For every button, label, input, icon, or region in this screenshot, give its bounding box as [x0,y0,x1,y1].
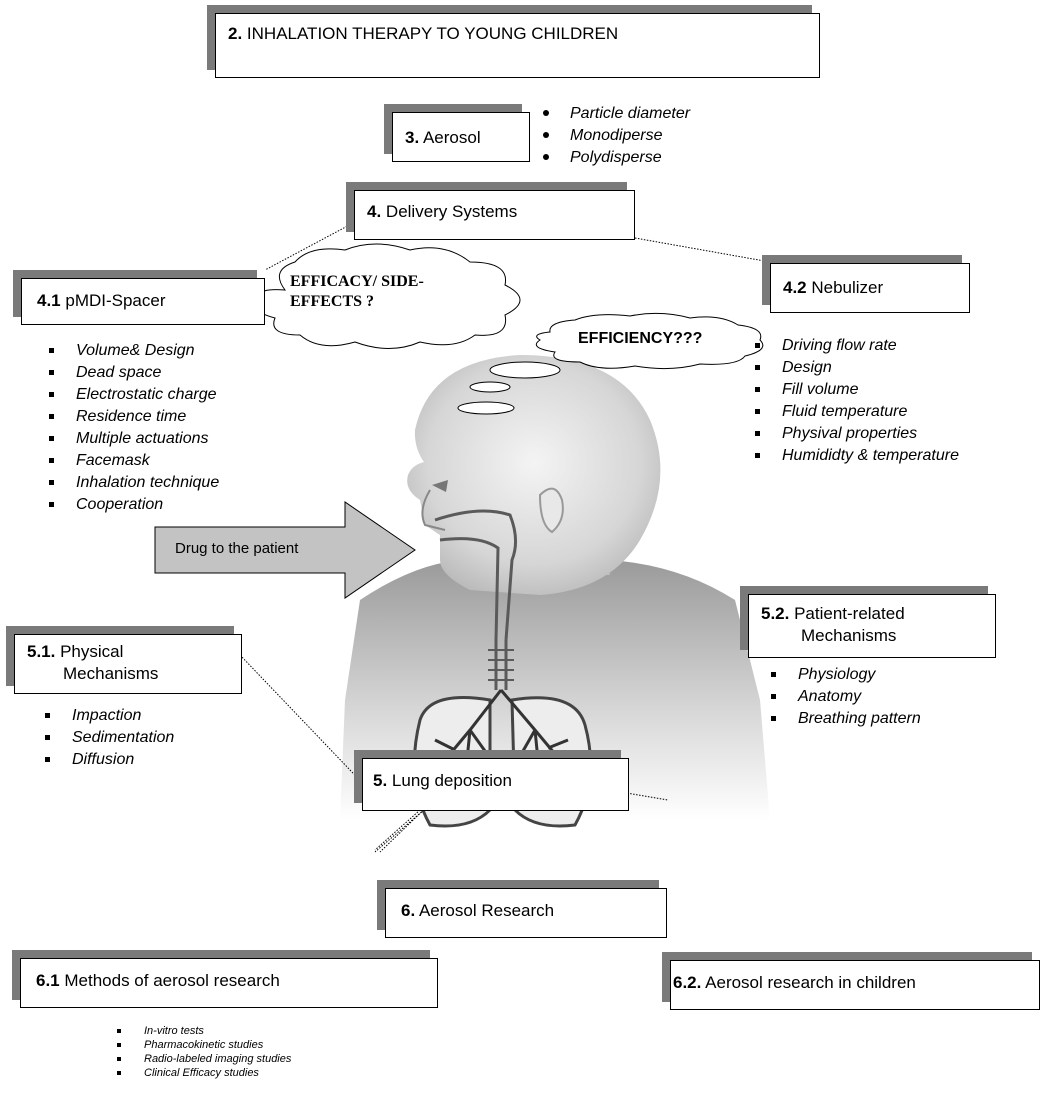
list-item: Cooperation [46,494,219,516]
nebulizer-box: 4.2 Nebulizer [770,263,970,313]
list-item: Diffusion [42,749,174,771]
physical-list: Impaction Sedimentation Diffusion [42,705,174,771]
list-item: Radio-labeled imaging studies [114,1052,291,1066]
list-item: Inhalation technique [46,472,219,494]
efficacy-cloud-text: EFFICACY/ SIDE- EFFECTS ? [290,272,490,312]
patient-line-1: Patient-related [789,604,904,623]
list-item: Volume& Design [46,340,219,362]
delivery-text: Delivery Systems [381,202,517,221]
list-item: Fill volume [752,379,959,401]
physical-number: 5.1. [27,642,55,661]
efficiency-text: EFFICIENCY??? [578,330,702,347]
research-number: 6. [401,901,415,920]
nebulizer-text: Nebulizer [807,278,884,297]
lung-number: 5. [373,771,387,790]
list-item: Physival properties [752,423,959,445]
list-item: Anatomy [768,686,921,708]
delivery-box: 4. Delivery Systems [354,190,635,240]
list-item: Facemask [46,450,219,472]
list-item: Driving flow rate [752,335,959,357]
patient-list: Physiology Anatomy Breathing pattern [768,664,921,730]
list-item: Pharmacokinetic studies [114,1038,291,1052]
list-item: Particle diameter [540,103,690,125]
title-text: INHALATION THERAPY TO YOUNG CHILDREN [242,24,618,43]
children-box: 6.2. Aerosol research in children [670,960,1040,1010]
list-item: Physiology [768,664,921,686]
list-item: Electrostatic charge [46,384,219,406]
research-box: 6. Aerosol Research [385,888,667,938]
methods-box: 6.1 Methods of aerosol research [20,958,438,1008]
list-item: Monodiperse [540,125,690,147]
lung-text: Lung deposition [387,771,512,790]
nebulizer-number: 4.2 [783,278,807,297]
aerosol-text: Aerosol [419,128,480,147]
aerosol-box: 3. Aerosol [392,112,530,162]
children-text: Aerosol research in children [701,973,916,992]
methods-number: 6.1 [36,971,60,990]
list-item: Residence time [46,406,219,428]
aerosol-list: Particle diameter Monodiperse Polydisper… [540,103,690,169]
list-item: Dead space [46,362,219,384]
arrow-label: Drug to the patient [175,540,298,557]
list-item: Fluid temperature [752,401,959,423]
lung-box: 5. Lung deposition [362,758,629,811]
physical-line-1: Physical [55,642,123,661]
pmdi-box: 4.1 pMDI-Spacer [21,278,265,325]
children-number: 6.2. [673,973,701,992]
list-item: Design [752,357,959,379]
methods-list: In-vitro tests Pharmacokinetic studies R… [114,1024,291,1080]
list-item: Sedimentation [42,727,174,749]
list-item: Multiple actuations [46,428,219,450]
child-silhouette-icon [340,355,770,826]
pmdi-number: 4.1 [37,291,61,310]
patient-number: 5.2. [761,604,789,623]
patient-box: 5.2. Patient-related Mechanisms [748,594,996,658]
pmdi-text: pMDI-Spacer [61,291,166,310]
efficacy-line-2: EFFECTS ? [290,292,490,312]
delivery-number: 4. [367,202,381,221]
list-item: Polydisperse [540,147,690,169]
pmdi-list: Volume& Design Dead space Electrostatic … [46,340,219,516]
physical-line-2: Mechanisms [27,663,229,685]
thought-bubble-icon [470,382,510,392]
efficiency-cloud-text: EFFICIENCY??? [578,330,738,348]
list-item: Clinical Efficacy studies [114,1066,291,1080]
title-box: 2. INHALATION THERAPY TO YOUNG CHILDREN [215,13,820,78]
connector-line [635,238,770,262]
list-item: In-vitro tests [114,1024,291,1038]
list-item: Breathing pattern [768,708,921,730]
thought-bubble-icon [458,402,514,414]
aerosol-number: 3. [405,128,419,147]
methods-text: Methods of aerosol research [60,971,280,990]
physical-box: 5.1. Physical Mechanisms [14,634,242,694]
thought-bubble-icon [490,362,560,378]
list-item: Humididty & temperature [752,445,959,467]
nebulizer-list: Driving flow rate Design Fill volume Flu… [752,335,959,467]
list-item: Impaction [42,705,174,727]
title-number: 2. [228,24,242,43]
efficacy-line-1: EFFICACY/ SIDE- [290,272,490,292]
patient-line-2: Mechanisms [761,625,983,647]
research-text: Aerosol Research [415,901,554,920]
